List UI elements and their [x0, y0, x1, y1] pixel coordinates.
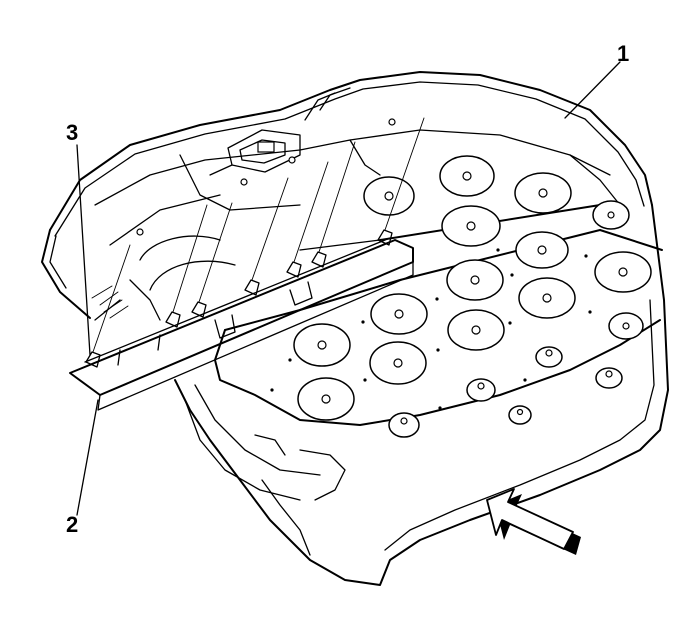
- hood-latch-bracket: [209, 129, 301, 186]
- hood-inner-frame: [91, 129, 621, 321]
- retainer-clips: [85, 229, 393, 368]
- hood-front-edge-dimples: [388, 346, 623, 438]
- callout-3: 3: [66, 120, 79, 145]
- callout-1: 1: [617, 41, 630, 66]
- arrow-icon: [486, 488, 581, 555]
- hood-outer-outline: [41, 71, 669, 586]
- callout-leaders: [76, 61, 621, 516]
- hood-front-lip: [184, 384, 346, 501]
- insulator-pad-upper: [136, 118, 630, 251]
- insulator-pad-lower: [214, 229, 663, 426]
- callout-2: 2: [66, 512, 79, 537]
- installation-guide-lines: [92, 117, 425, 353]
- insulator-strip: [69, 237, 414, 411]
